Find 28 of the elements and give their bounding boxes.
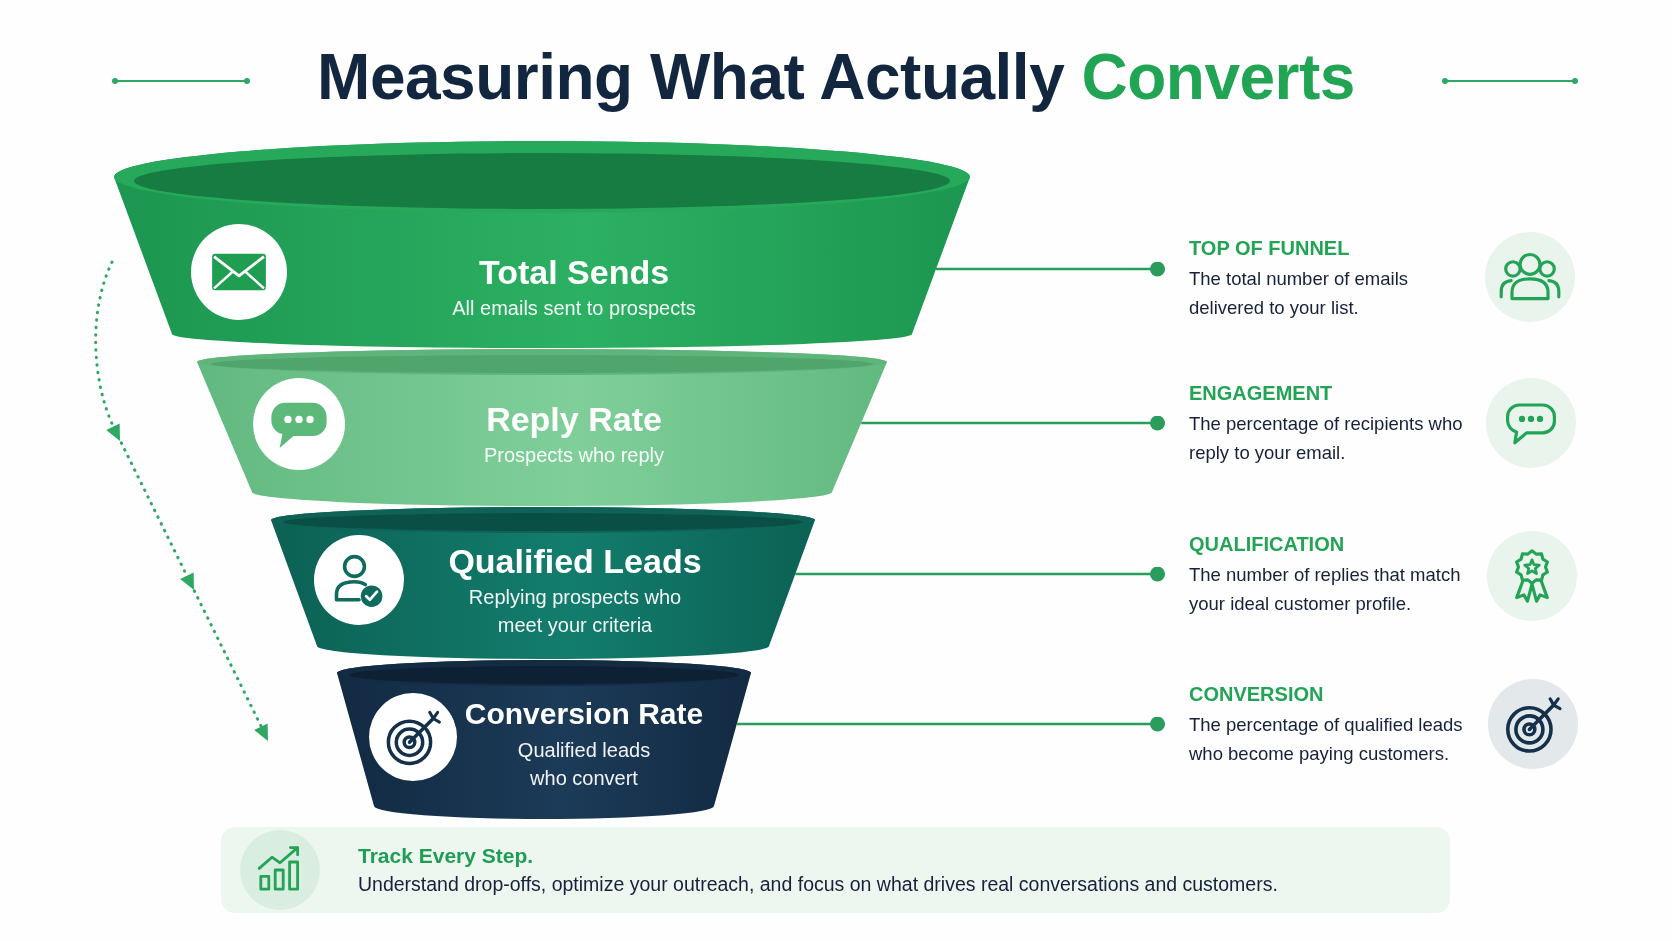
band-subtitle: Prospects who reply [483, 443, 665, 468]
band-title: Qualified Leads [448, 541, 702, 581]
band-title: Conversion Rate [464, 696, 704, 732]
title: Measuring What Actually Converts [317, 40, 1355, 115]
description-text: The percentage of qualified leads who become paying customers. [1189, 713, 1464, 766]
band-subtitle: Replying prospects who meet your criteria [467, 585, 683, 638]
description-text: The total number of emails delivered to your list. [1189, 267, 1410, 320]
section-heading: TOP OF FUNNEL [1189, 236, 1350, 261]
section-heading: ENGAGEMENT [1189, 381, 1333, 406]
description-text: The number of replies that match your ideal customer profile. [1189, 563, 1462, 616]
band-title: Reply Rate [486, 399, 662, 439]
band-subtitle: All emails sent to prospects [452, 296, 696, 321]
band-subtitle: Qualified leads who convert [516, 738, 652, 791]
info-banner [221, 827, 1450, 913]
section-heading: CONVERSION [1189, 682, 1324, 707]
funnel-band [337, 660, 751, 819]
section-heading: QUALIFICATION [1189, 532, 1345, 557]
funnel-band [197, 349, 887, 506]
leader-line [861, 415, 1165, 431]
description-text: The percentage of recipients who reply to your email. [1189, 412, 1464, 465]
leader-line [795, 566, 1165, 582]
banner-text: Understand drop-offs, optimize your outreach, and focus on what drives real conversations and customers. [358, 872, 1278, 897]
banner-heading: Track Every Step. [358, 843, 534, 869]
band-title: Total Sends [478, 252, 670, 292]
funnel-band [271, 507, 815, 659]
funnel-band [114, 141, 970, 348]
leader-line [936, 261, 1165, 277]
leader-line [736, 716, 1165, 732]
